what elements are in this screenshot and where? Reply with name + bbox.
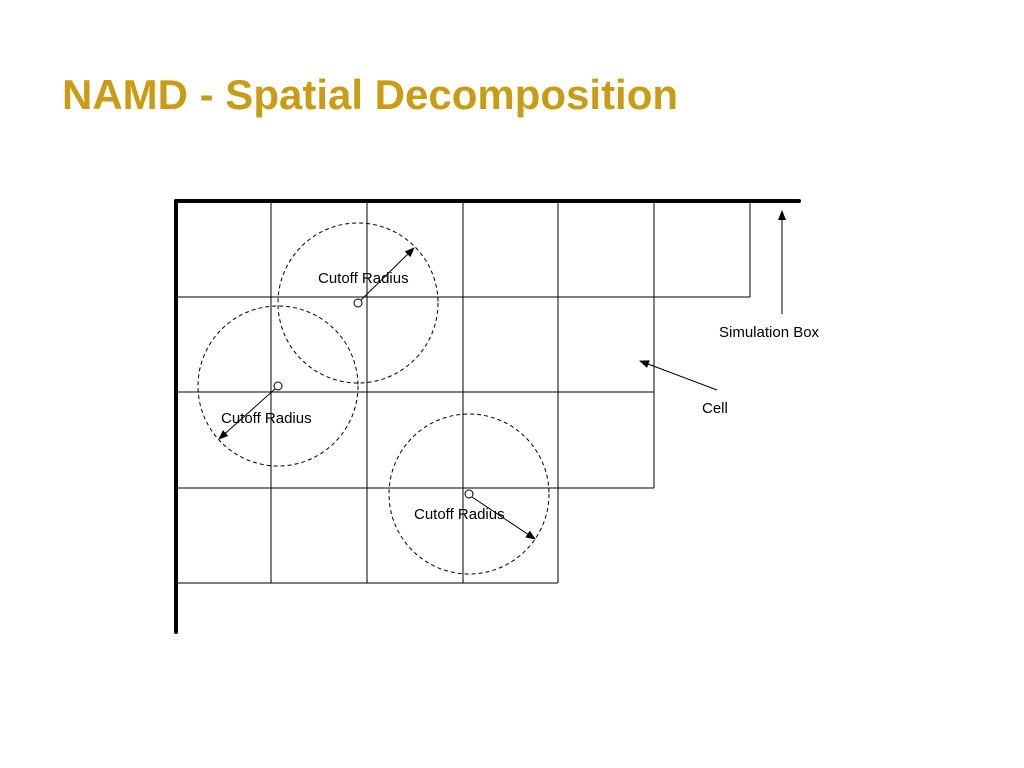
cutoff-circles	[197, 222, 550, 575]
cell-label: Cell	[702, 400, 728, 417]
cell-pointer	[639, 360, 718, 391]
radius-arrow	[471, 496, 536, 540]
cutoff-circle	[277, 222, 439, 384]
atom-markers	[273, 298, 474, 499]
cutoff-label: Cutoff Radius	[221, 410, 312, 427]
atom-marker	[353, 298, 363, 308]
cutoff-circle	[388, 413, 550, 575]
page-title: NAMD - Spatial Decomposition	[62, 71, 679, 118]
atom-marker	[273, 381, 283, 391]
cutoff-label: Cutoff Radius	[414, 506, 505, 523]
cell-grid	[176, 201, 751, 584]
radius-arrow	[360, 247, 415, 301]
radius-arrow	[218, 388, 276, 440]
atom-marker	[464, 489, 474, 499]
simulation-box-label: Simulation Box	[719, 324, 820, 341]
cutoff-circle	[197, 305, 359, 467]
radius-arrows	[218, 247, 536, 540]
simulation-box-boundary	[174, 199, 801, 634]
cutoff-label: Cutoff Radius	[318, 270, 409, 287]
